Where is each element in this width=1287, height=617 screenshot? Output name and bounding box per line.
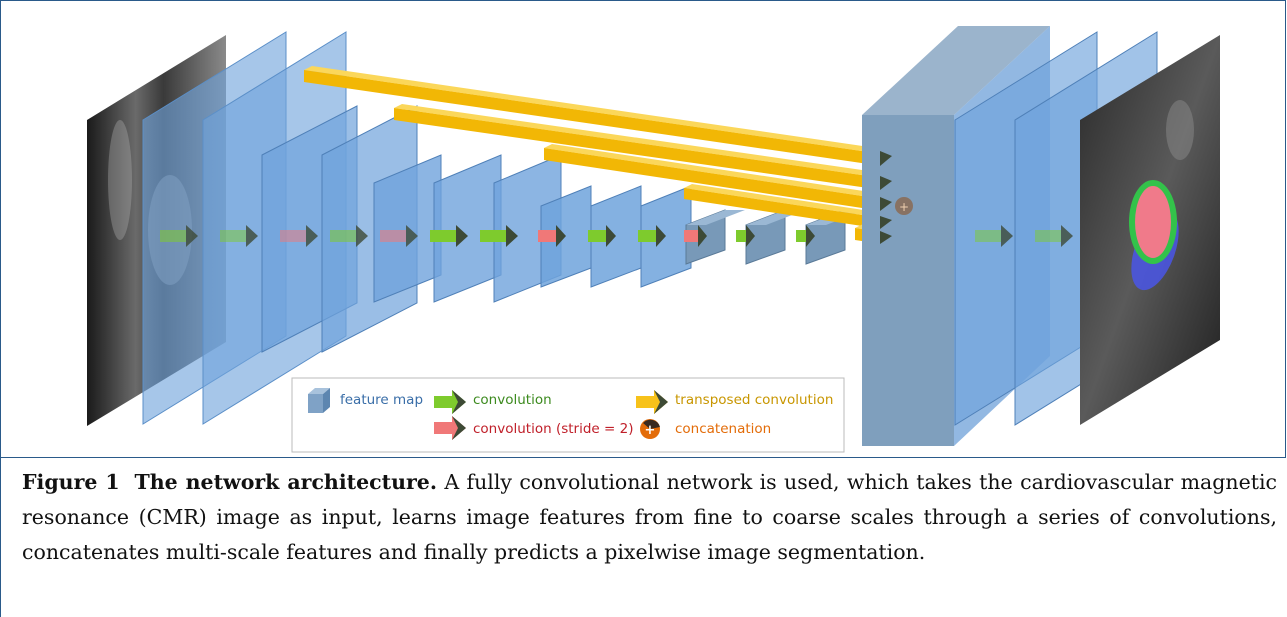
conv-arrow — [736, 225, 755, 247]
feature-map-layer-3 — [373, 154, 562, 303]
legend-convolution-label: convolution — [473, 392, 552, 408]
conv-arrow — [330, 225, 368, 247]
legend-concatenation-label: concatenation — [675, 421, 771, 437]
concatenation-node — [895, 197, 913, 215]
figure-caption: Figure 1 The network architecture. A ful… — [22, 465, 1277, 570]
conv-arrow — [430, 225, 468, 247]
legend-convolution-stride-label: convolution (stride = 2) — [473, 421, 633, 437]
conv-arrow — [480, 225, 518, 247]
skip-connection-bars — [304, 66, 890, 244]
conv-stride-arrow — [280, 225, 318, 247]
conv-arrow — [1035, 225, 1073, 247]
feature-map-icon — [308, 388, 330, 413]
conv-stride-arrow — [380, 225, 418, 247]
conv-arrow — [796, 225, 815, 247]
figure-title: The network architecture. — [134, 470, 437, 494]
conv-stride-arrow — [538, 225, 566, 247]
conv-stride-arrow — [684, 225, 707, 247]
convolution-arrows — [160, 225, 1073, 247]
legend-transposed-convolution-label: transposed convolution — [675, 392, 833, 408]
convolution-icon — [434, 390, 466, 414]
output-segmentation-image — [1080, 35, 1220, 425]
conv-arrow — [638, 225, 666, 247]
concatenation-plus-icon: + — [899, 200, 909, 214]
conv-arrow — [588, 225, 616, 247]
transposed-convolution-icon — [636, 390, 668, 414]
network-architecture-diagram: + feature ma — [87, 26, 1220, 453]
figure-label: Figure 1 — [22, 470, 120, 494]
convolution-stride-icon — [434, 416, 466, 440]
concatenation-icon: + — [640, 419, 660, 439]
transposed-conv-arrowheads — [880, 151, 892, 244]
conv-arrow — [220, 225, 258, 247]
legend: feature map convolution transposed convo… — [291, 377, 845, 453]
svg-text:+: + — [645, 423, 656, 438]
conv-arrow — [160, 225, 198, 247]
conv-arrow — [975, 225, 1013, 247]
feature-map-layer-4 — [540, 185, 692, 288]
figure-caption-text: A fully convolutional network is used, w… — [22, 470, 1277, 564]
legend-feature-map-label: feature map — [340, 392, 423, 408]
